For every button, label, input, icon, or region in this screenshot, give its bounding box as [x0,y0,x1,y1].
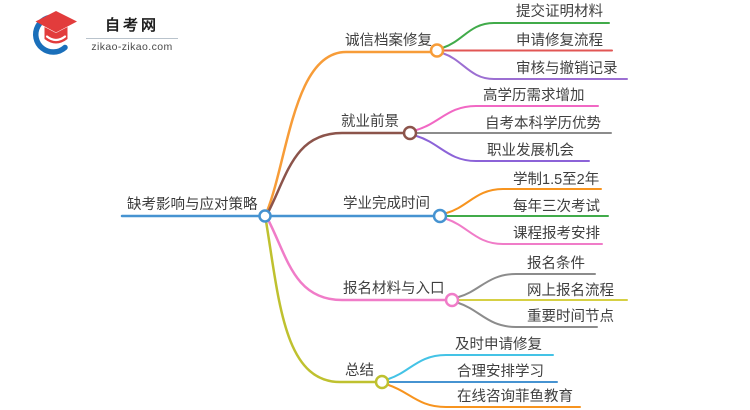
central-topic-label[interactable]: 缺考影响与应对策略 [127,197,258,213]
child-line-submit-proof [442,22,610,49]
node-circle-summary[interactable] [374,374,390,390]
node-circle-central[interactable] [258,209,272,223]
child-line-apply-repair [387,354,554,380]
child-label-plan-study[interactable]: 合理安排学习 [457,364,544,380]
logo-title: 自考网 [104,17,159,34]
child-label-review-revoke[interactable]: 审核与撤销记录 [516,61,618,77]
branch-line-integrity-repair [265,50,433,213]
node-circle-integrity-repair[interactable] [429,43,445,58]
logo-domain: zikao-zikao.com [91,41,173,53]
branch-label-study-time[interactable]: 学业完成时间 [343,196,430,212]
child-label-degree-advantage[interactable]: 自考本科学历优势 [485,116,601,132]
child-line-review-revoke [442,52,628,80]
branch-line-registration [266,218,448,302]
logo-cap-board [35,11,77,33]
branch-label-registration[interactable]: 报名材料与入口 [343,281,445,297]
graduation-cap-icon [33,11,77,55]
logo-text: 自考网 zikao-zikao.com [86,14,178,53]
node-circle-study-time[interactable] [432,208,448,224]
site-logo[interactable]: 自考网 zikao-zikao.com [28,10,178,57]
branch-label-integrity-repair[interactable]: 诚信档案修复 [345,33,432,49]
branch-label-summary[interactable]: 总结 [345,363,374,379]
child-label-online-consult[interactable]: 在线咨询菲鱼教育 [457,389,573,405]
child-line-career-opportunity [415,135,590,162]
branch-line-summary [264,219,378,384]
child-line-requirements [457,273,596,298]
child-label-requirements[interactable]: 报名条件 [527,256,585,272]
child-line-course-schedule [445,218,603,245]
node-circle-career[interactable] [402,125,418,141]
child-label-apply-repair[interactable]: 及时申请修复 [455,337,542,353]
child-line-demand-increase [415,105,599,131]
child-label-key-dates[interactable]: 重要时间节点 [527,309,614,325]
node-circle-registration[interactable] [444,292,460,308]
branch-label-career[interactable]: 就业前景 [341,114,399,130]
child-label-career-opportunity[interactable]: 职业发展机会 [487,143,574,159]
logo-divider [86,38,178,39]
child-label-online-process[interactable]: 网上报名流程 [527,283,614,299]
child-label-repair-process[interactable]: 申请修复流程 [516,33,603,49]
child-label-duration[interactable]: 学制1.5至2年 [513,172,600,188]
child-label-submit-proof[interactable]: 提交证明材料 [516,4,603,20]
branch-line-career [266,131,406,214]
child-line-duration [445,188,602,214]
child-label-exams-per-year[interactable]: 每年三次考试 [513,199,600,215]
child-line-key-dates [457,302,598,328]
child-label-demand-increase[interactable]: 高学历需求增加 [483,88,585,104]
logo-cap-band [45,35,67,42]
child-label-course-schedule[interactable]: 课程报考安排 [513,226,600,242]
child-line-online-consult [387,384,581,408]
